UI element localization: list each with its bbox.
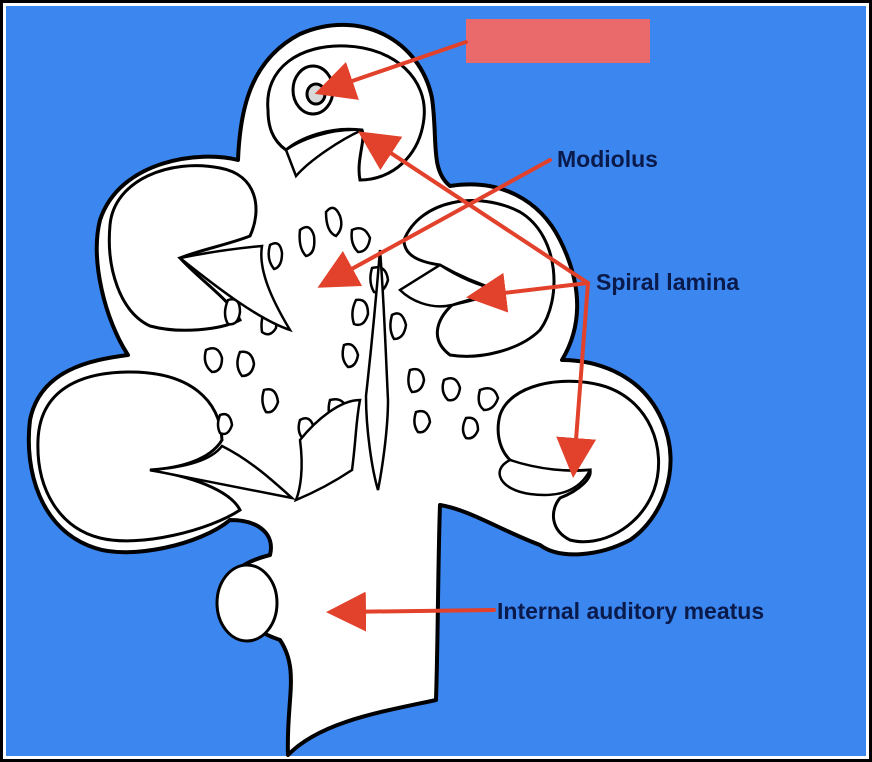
facial-canal	[215, 563, 279, 643]
hidden-label-box	[466, 19, 650, 63]
arrow-spiral-lamina-base	[556, 281, 597, 478]
label-modiolus: Modiolus	[557, 146, 658, 172]
modiolus-stem	[293, 398, 362, 503]
arrow-modiolus	[317, 158, 552, 288]
arrow-hidden	[314, 40, 468, 100]
arrow-spiral-lamina-apex	[357, 131, 590, 285]
label-internal-auditory-meatus: Internal auditory meatus	[497, 598, 764, 624]
label-spiral-lamina: Spiral lamina	[596, 269, 739, 295]
arrow-internal-auditory-meatus	[326, 591, 496, 632]
arrow-spiral-lamina-middle	[466, 272, 590, 313]
pointer-arrows	[314, 40, 597, 632]
modiolus-core	[364, 249, 390, 491]
